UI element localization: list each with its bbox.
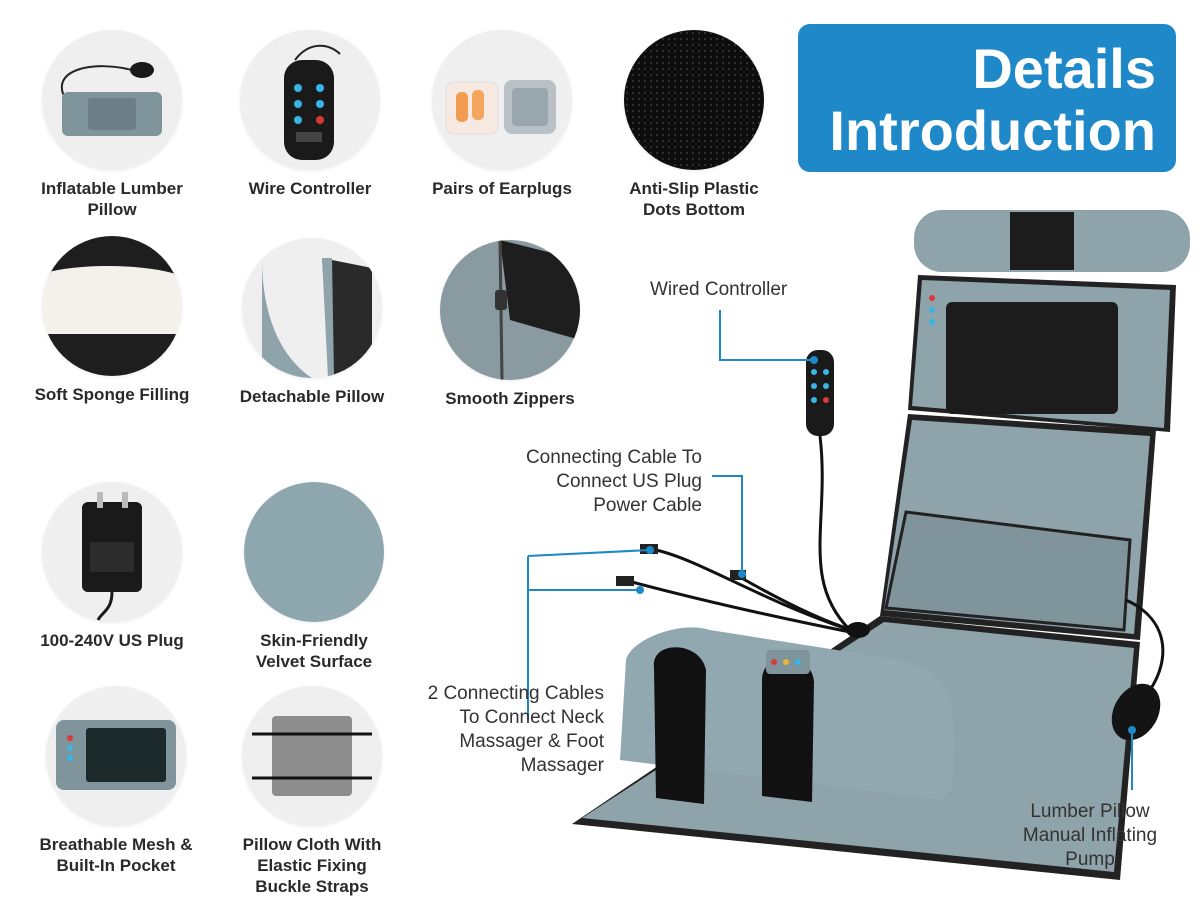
callout-two-connecting-cables: 2 Connecting Cables To Connect Neck Mass… <box>427 683 604 776</box>
title-line-1: Details <box>972 37 1156 100</box>
feature-label: Smooth Zippers <box>445 389 575 408</box>
title-line-2: Introduction <box>829 99 1156 162</box>
seat-pad <box>880 414 1156 640</box>
feature-label: Soft Sponge Filling <box>34 385 190 404</box>
feature-velvet-surface: Skin-Friendly Velvet Surface <box>214 482 414 672</box>
feature-inflatable-lumbar-pillow: Inflatable Lumber Pillow <box>12 30 212 220</box>
details-introduction-title: Details Introduction <box>798 24 1176 172</box>
feature-us-plug: 100-240V US Plug <box>12 482 212 651</box>
connecting-cables <box>616 544 870 638</box>
feature-sponge-filling: Soft Sponge Filling <box>12 236 212 405</box>
feature-label: Pairs of Earplugs <box>432 179 572 198</box>
feature-pillow-cloth-straps: Pillow Cloth With Elastic Fixing Buckle … <box>212 686 412 897</box>
feature-label: Skin-Friendly Velvet Surface <box>255 631 373 671</box>
callout-lumbar-pump: Lumber Pillow Manual Inflating Pump <box>1022 801 1158 870</box>
zipper-image <box>440 240 580 380</box>
callout-connecting-cable: Connecting Cable To Connect US Plug Powe… <box>525 447 702 516</box>
pillow-cloth-straps-image <box>242 686 382 826</box>
sponge-filling-image <box>42 236 182 376</box>
us-plug-image <box>42 482 182 622</box>
detachable-pillow-image <box>242 238 382 378</box>
feature-label: Pillow Cloth With Elastic Fixing Buckle … <box>242 835 382 896</box>
feature-smooth-zippers: Smooth Zippers <box>410 240 610 409</box>
controller <box>806 350 852 632</box>
callout-wired-controller: Wired Controller <box>650 279 788 300</box>
velvet-surface-image <box>244 482 384 622</box>
feature-label: Detachable Pillow <box>239 387 385 406</box>
callout-leader-lines <box>527 310 1136 790</box>
feature-detachable-pillow: Detachable Pillow <box>212 238 412 407</box>
feature-wire-controller: Wire Controller <box>210 30 410 199</box>
feature-label: 100-240V US Plug <box>40 631 184 650</box>
earplugs-image <box>432 30 572 170</box>
feature-label: Anti-Slip Plastic Dots Bottom <box>629 179 759 219</box>
feature-label: Breathable Mesh & Built-In Pocket <box>39 835 193 875</box>
mesh-pocket-image <box>46 686 186 826</box>
feature-mesh-pocket: Breathable Mesh & Built-In Pocket <box>16 686 216 876</box>
back-pad <box>908 275 1176 432</box>
feature-anti-slip-dots: Anti-Slip Plastic Dots Bottom <box>594 30 794 220</box>
anti-slip-dots-image <box>624 30 764 170</box>
feature-label: Wire Controller <box>248 179 372 198</box>
neck-pillow <box>914 210 1190 272</box>
feature-earplugs: Pairs of Earplugs <box>402 30 602 199</box>
feature-label: Inflatable Lumber Pillow <box>41 179 183 219</box>
foot-massager <box>620 627 955 804</box>
wire-controller-image <box>240 30 380 170</box>
inflatable-lumbar-pillow-image <box>42 30 182 170</box>
inflating-pump <box>1111 598 1165 741</box>
